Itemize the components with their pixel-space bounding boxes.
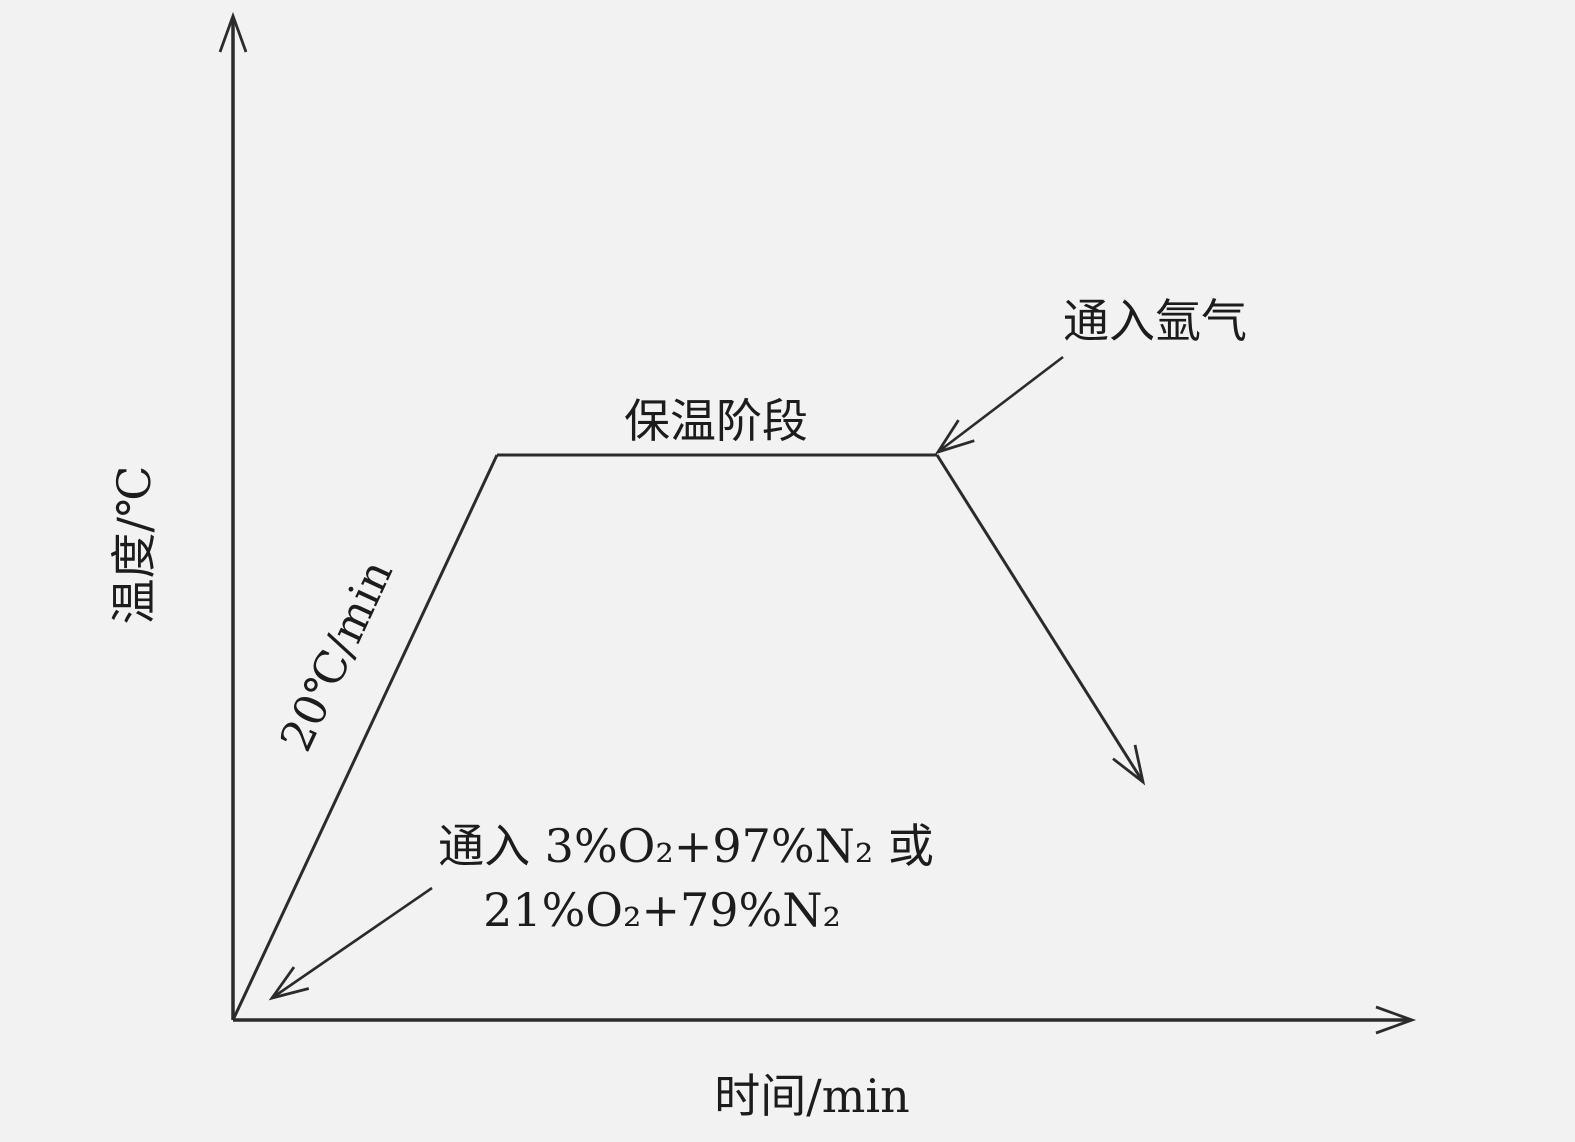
- y-axis-arrowhead-icon: [218, 11, 248, 53]
- ramp-rate-label: 20℃/min: [271, 553, 404, 760]
- plateau-label: 保温阶段: [624, 394, 808, 448]
- gas-arrow-line: [271, 886, 433, 1000]
- cooling-line: [935, 454, 1145, 783]
- argon-arrowhead-icon: [934, 419, 975, 455]
- argon-annotation-arrow: [934, 355, 1064, 455]
- argon-annotation-text: 通入氩气: [1063, 294, 1247, 348]
- temperature-profile: [231, 453, 1146, 1021]
- x-axis-arrowhead-icon: [1375, 1005, 1417, 1035]
- x-axis-label: 时间/min: [714, 1069, 909, 1123]
- heating-ramp-line: [231, 454, 499, 1021]
- x-axis: [233, 1005, 1417, 1035]
- y-axis: [218, 11, 248, 1020]
- gas-annotation-arrow: [268, 886, 433, 1001]
- gas-arrowhead-icon: [268, 966, 310, 1001]
- gas-annotation-text-line1: 通入 3%O₂+97%N₂ 或: [438, 819, 934, 873]
- gas-annotation-text-line2: 21%O₂+79%N₂: [483, 883, 841, 937]
- argon-arrow-line: [937, 355, 1064, 454]
- cooling-arrowhead-icon: [1112, 744, 1146, 786]
- y-axis-label: 温度/℃: [107, 466, 161, 625]
